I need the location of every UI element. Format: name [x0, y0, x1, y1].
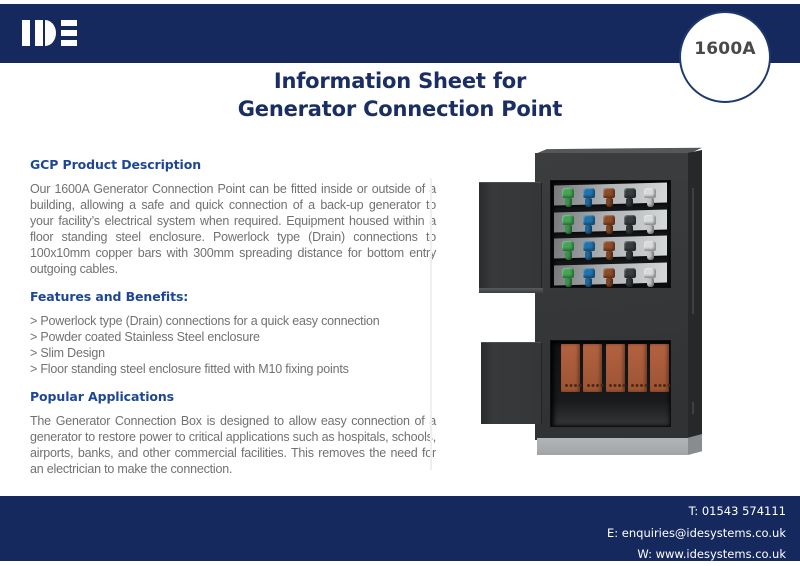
powerlock-connector — [582, 267, 595, 288]
powerlock-connector — [582, 214, 595, 235]
logo-letter-e-icon — [61, 20, 77, 46]
powerlock-connector — [603, 188, 615, 208]
section-heading-description: GCP Product Description — [30, 157, 201, 172]
copper-busbar — [583, 344, 603, 392]
logo-letter-d-icon — [35, 20, 56, 46]
product-render — [440, 130, 772, 480]
page-title-line2: Generator Connection Point — [237, 97, 563, 121]
powerlock-connector — [623, 267, 636, 288]
powerlock-connector — [623, 214, 636, 235]
contact-email: E: enquiries@idesystems.co.uk — [607, 525, 786, 540]
logo-letter-i-icon — [22, 20, 30, 46]
copper-busbar — [605, 344, 625, 392]
contact-phone: T: 01543 574111 — [688, 504, 786, 518]
cabinet-side-vent — [692, 188, 694, 314]
header-bar — [0, 4, 800, 63]
text-column: GCP Product Description Our 1600A Genera… — [30, 157, 436, 477]
applications-paragraph: The Generator Connection Box is designed… — [30, 414, 436, 476]
powerlock-connector — [582, 188, 595, 208]
powerlock-connector — [644, 188, 656, 208]
feature-item: > Powder coated Stainless Steel enclosur… — [30, 330, 260, 344]
busbar-holes — [564, 384, 568, 387]
powerlock-connector — [603, 241, 615, 261]
description-paragraph: Our 1600A Generator Connection Point can… — [30, 182, 436, 276]
cabinet-plinth — [537, 438, 688, 455]
feature-item: > Slim Design — [30, 346, 105, 360]
powerlock-connector — [603, 214, 615, 235]
busbar-holes — [631, 384, 635, 387]
upper-door-ledge — [479, 288, 543, 293]
footer-bar: T: 01543 574111 E: enquiries@idesystems.… — [0, 496, 800, 561]
cabinet-plinth-side — [688, 434, 702, 455]
cabinet-side-face — [688, 149, 702, 441]
powerlock-connector — [603, 267, 615, 288]
powerlock-connector — [562, 214, 574, 235]
features-list: > Powerlock type (Drain) connections for… — [30, 313, 436, 377]
busbar-holes — [586, 384, 590, 387]
feature-item: > Powerlock type (Drain) connections for… — [30, 314, 380, 328]
column-divider — [430, 178, 432, 470]
busbar-holes — [653, 384, 657, 387]
busbar-holes — [609, 384, 613, 387]
powerlock-connector — [623, 241, 636, 261]
section-heading-features: Features and Benefits: — [30, 289, 189, 304]
amperage-badge: 1600A — [679, 11, 771, 103]
cabinet-top-face — [535, 147, 702, 154]
powerlock-connector — [644, 267, 656, 288]
copper-busbar — [650, 344, 670, 392]
powerlock-connector — [562, 241, 574, 261]
amperage-badge-label: 1600A — [694, 39, 756, 59]
cabinet-lower-door — [481, 342, 542, 424]
page-title-line1: Information Sheet for — [273, 69, 527, 93]
powerlock-connector — [644, 241, 656, 261]
copper-bar-bay — [550, 340, 671, 427]
copper-busbar — [561, 344, 580, 392]
contact-website: W: www.idesystems.co.uk — [637, 547, 786, 561]
powerlock-connector — [644, 214, 656, 235]
page-title: Information Sheet for Generator Connecti… — [0, 67, 800, 123]
cabinet-upper-door — [479, 182, 542, 288]
powerlock-connector — [562, 267, 574, 288]
cabinet-side-vent-lower — [692, 402, 694, 414]
copper-busbar — [627, 344, 647, 392]
powerlock-connector — [582, 241, 595, 261]
ide-logo — [22, 20, 77, 46]
feature-item: > Floor standing steel enclosure fitted … — [30, 362, 349, 376]
powerlock-connector — [562, 188, 574, 208]
powerlock-connector — [623, 188, 636, 208]
connector-panel — [550, 180, 671, 288]
section-heading-applications: Popular Applications — [30, 389, 175, 404]
